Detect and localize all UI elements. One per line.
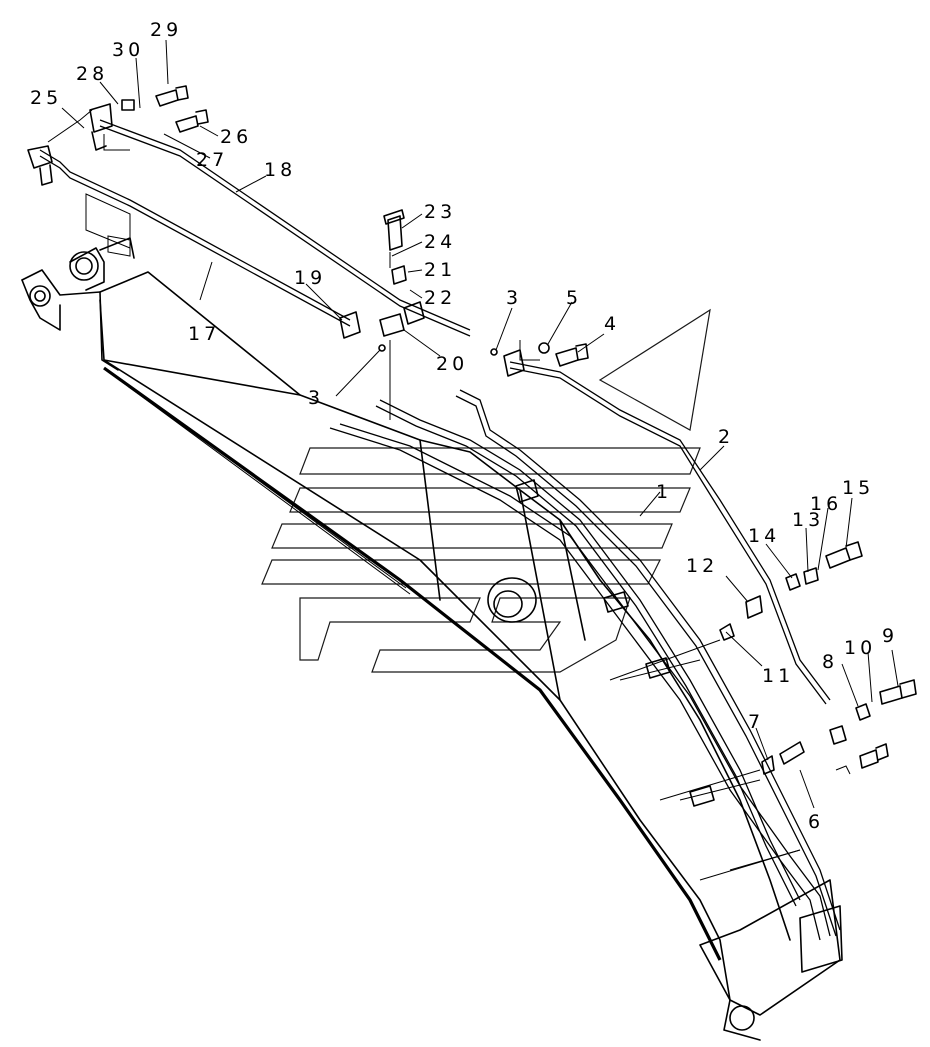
leader-lines bbox=[61, 39, 899, 809]
callout-29: 29 bbox=[150, 19, 182, 41]
watermark-logo bbox=[261, 308, 711, 673]
pipe-18 bbox=[99, 119, 471, 337]
callout-3a: 3 bbox=[506, 287, 522, 309]
boom-body bbox=[21, 237, 841, 1041]
clamp-group-19-24 bbox=[339, 209, 498, 420]
callout-7: 7 bbox=[748, 711, 764, 733]
callout-10: 10 bbox=[844, 637, 876, 659]
callout-24: 24 bbox=[424, 231, 456, 253]
bolt-29 bbox=[155, 85, 189, 107]
callout-25: 25 bbox=[30, 87, 62, 109]
callout-2: 2 bbox=[718, 426, 734, 448]
bolt-lower bbox=[835, 743, 889, 775]
callout-26: 26 bbox=[220, 126, 252, 148]
callout-27: 27 bbox=[196, 149, 228, 171]
fitting-4-5 bbox=[503, 340, 589, 377]
callout-4: 4 bbox=[604, 313, 620, 335]
callout-30: 30 bbox=[112, 39, 144, 61]
callout-20: 20 bbox=[436, 353, 468, 375]
callout-18: 18 bbox=[264, 159, 296, 181]
bundle-clamps bbox=[515, 479, 843, 973]
callout-22: 22 bbox=[424, 287, 456, 309]
callout-21: 21 bbox=[424, 259, 456, 281]
callout-11: 11 bbox=[762, 665, 794, 687]
bolt-9 bbox=[829, 679, 917, 745]
top-left-fittings bbox=[27, 99, 135, 186]
callout-28: 28 bbox=[76, 63, 108, 85]
bolt-15 bbox=[785, 541, 863, 591]
callout-3b: 3 bbox=[308, 387, 324, 409]
callout-5: 5 bbox=[566, 287, 582, 309]
callout-6: 6 bbox=[808, 811, 824, 833]
pipe-2 bbox=[509, 361, 831, 705]
pipe-1-bundle bbox=[329, 389, 841, 941]
callout-13: 13 bbox=[792, 509, 824, 531]
callout-14: 14 bbox=[748, 525, 780, 547]
callout-9: 9 bbox=[882, 625, 898, 647]
callout-12: 12 bbox=[686, 555, 718, 577]
callout-23: 23 bbox=[424, 201, 456, 223]
pipe-17 bbox=[39, 149, 351, 327]
callout-labels: 1 2 3 3 4 5 6 7 8 9 10 11 12 13 14 15 16… bbox=[30, 19, 898, 833]
callout-16: 16 bbox=[810, 493, 842, 515]
callout-15: 15 bbox=[842, 477, 874, 499]
callout-19: 19 bbox=[294, 267, 326, 289]
bolt-26 bbox=[175, 109, 209, 133]
callout-17: 17 bbox=[188, 323, 220, 345]
callout-8: 8 bbox=[822, 651, 838, 673]
callout-1: 1 bbox=[656, 481, 672, 503]
